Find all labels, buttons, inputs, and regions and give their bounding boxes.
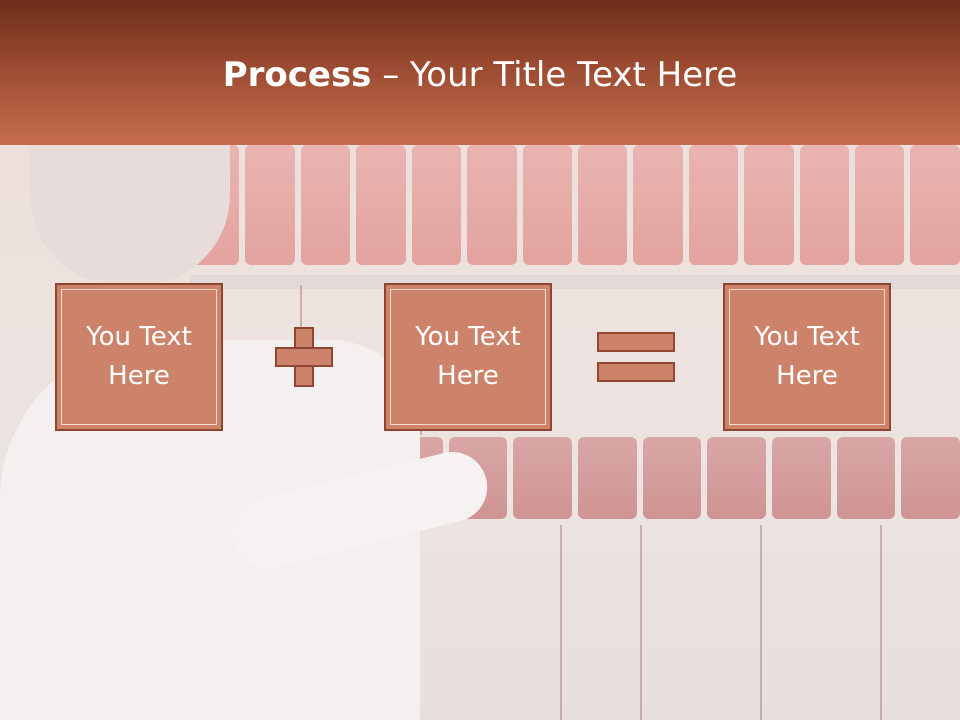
title-rest: – Your Title Text Here xyxy=(371,55,738,95)
process-box-3-text: You Text Here xyxy=(754,322,860,391)
slide-title[interactable]: Process – Your Title Text Here xyxy=(0,52,960,98)
process-box-3[interactable]: You Text Here xyxy=(723,283,891,431)
plus-icon xyxy=(275,327,333,387)
process-box-2-text: You Text Here xyxy=(415,322,521,391)
background-photo xyxy=(0,145,960,720)
person-head xyxy=(30,145,230,285)
title-bold: Process xyxy=(222,55,372,95)
blood-bags-top-row xyxy=(190,145,960,265)
title-band: Process – Your Title Text Here xyxy=(0,0,960,145)
equals-icon xyxy=(597,332,675,384)
process-box-2[interactable]: You Text Here xyxy=(384,283,552,431)
process-box-1-text: You Text Here xyxy=(86,322,192,391)
process-box-1[interactable]: You Text Here xyxy=(55,283,223,431)
